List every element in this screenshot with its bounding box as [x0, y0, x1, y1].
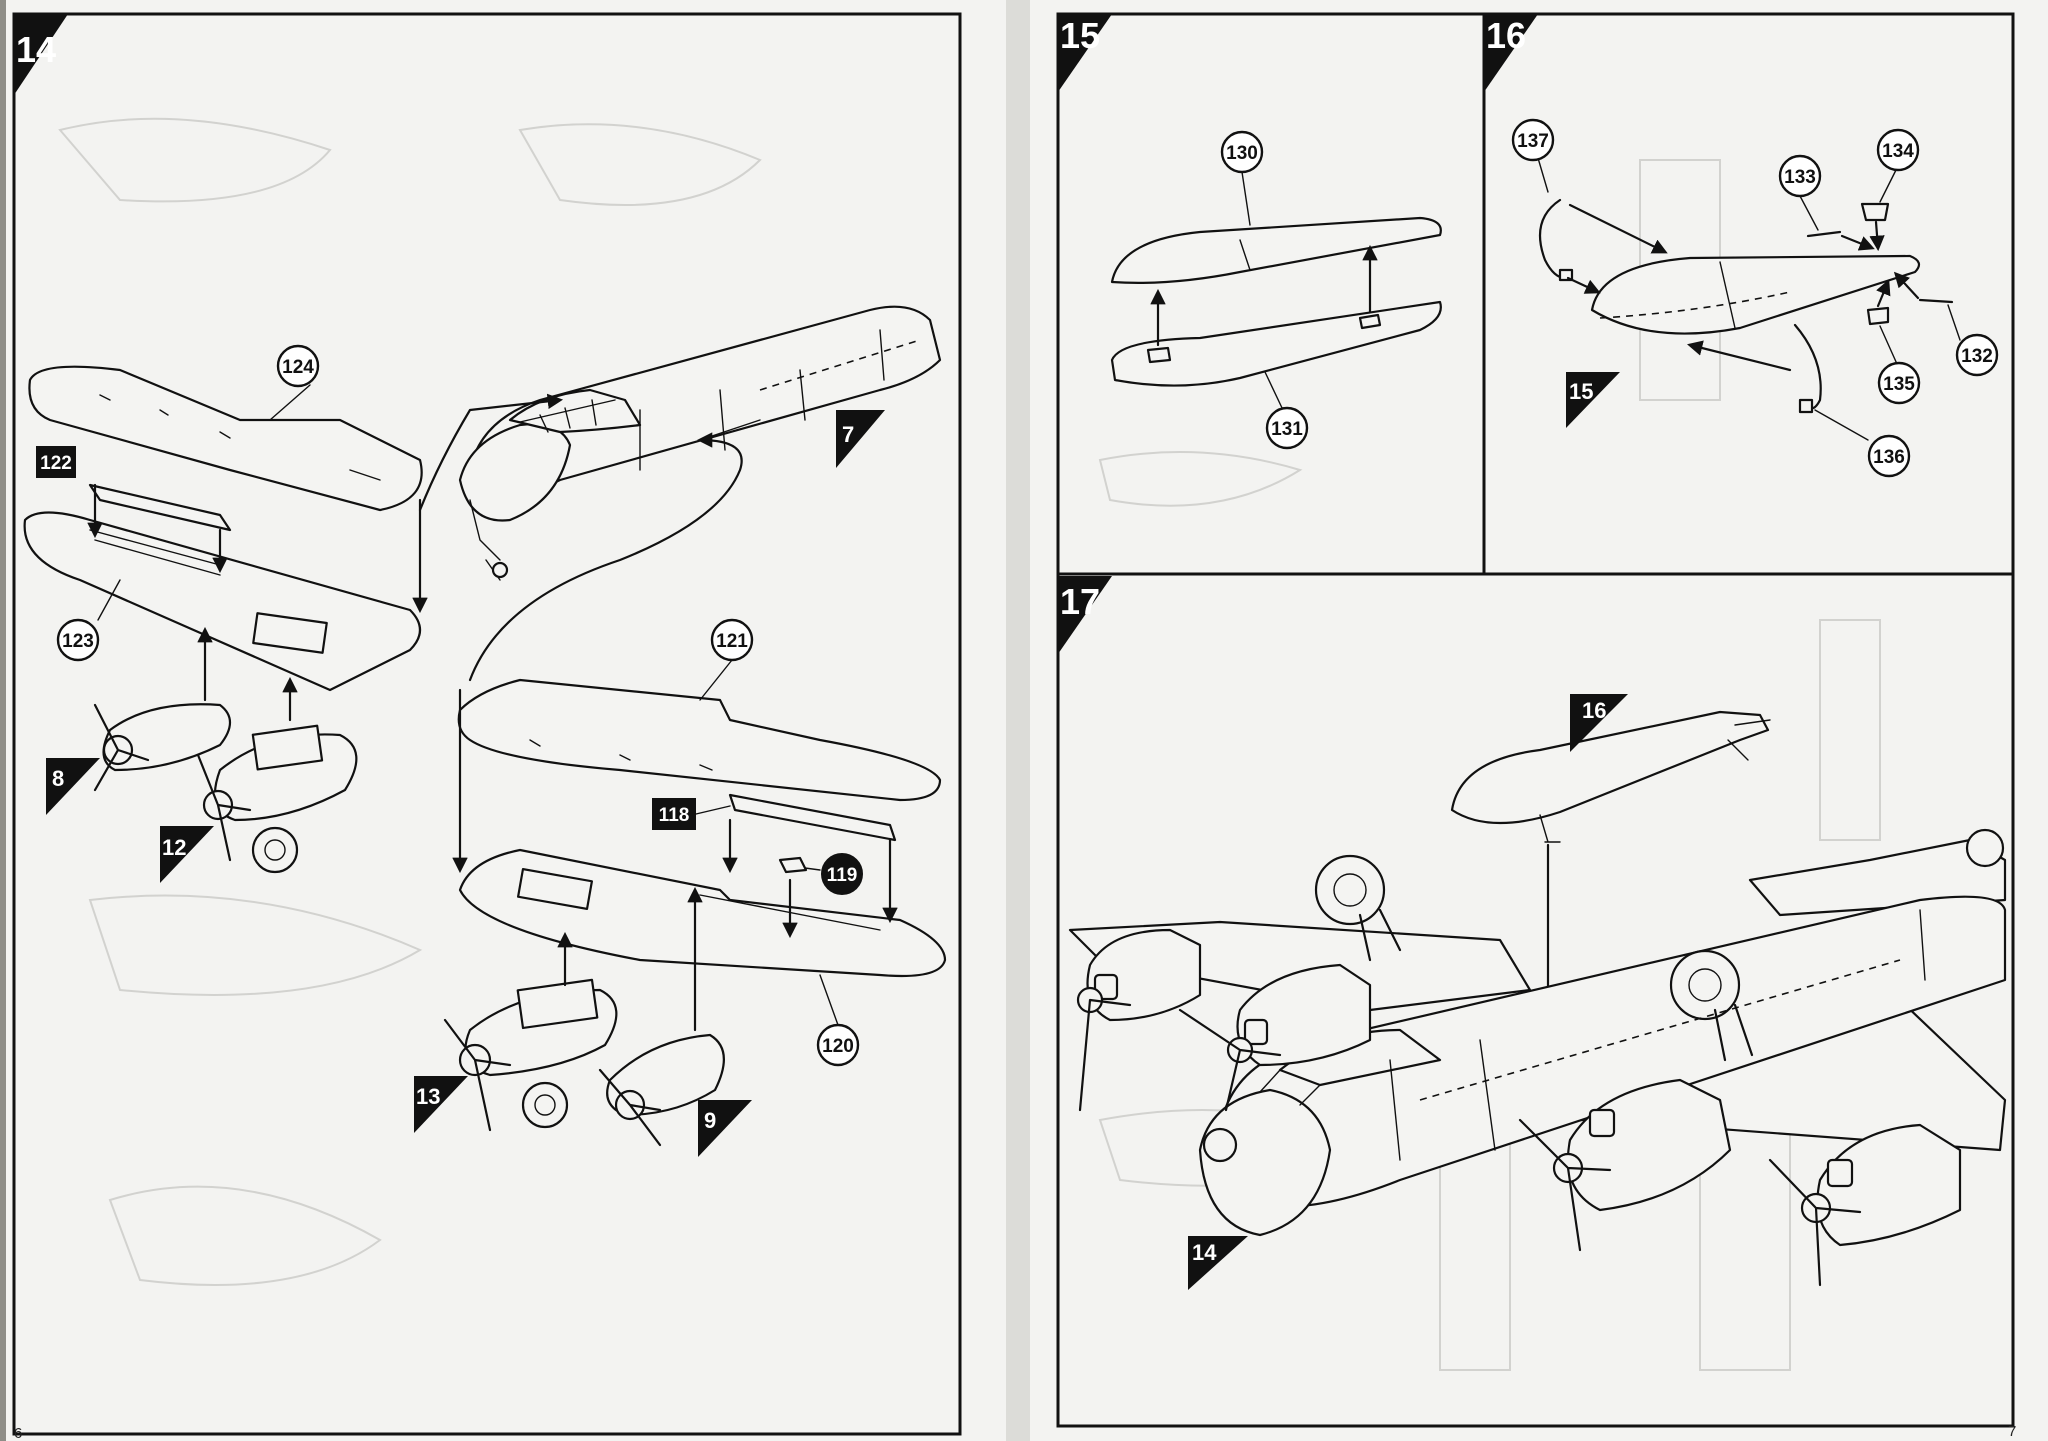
fuselage-arrow	[418, 393, 564, 512]
arrow-137b	[1566, 276, 1601, 294]
subassembly-12-badge: 12	[160, 826, 214, 883]
svg-text:122: 122	[40, 453, 72, 474]
subassembly-9-badge: 9	[698, 1100, 752, 1157]
svg-text:136: 136	[1873, 447, 1905, 468]
step-16-number: 16	[1486, 15, 1526, 56]
step-14-badge	[14, 14, 68, 95]
callout-123: 123	[56, 579, 121, 662]
wing-insert-118	[728, 793, 897, 842]
subassembly-15-badge: 15	[1566, 372, 1620, 428]
svg-text:119: 119	[827, 865, 858, 886]
callout-130: 130	[1220, 130, 1264, 226]
part-134	[1860, 202, 1890, 222]
svg-text:123: 123	[62, 631, 94, 652]
svg-text:135: 135	[1883, 374, 1915, 395]
subassembly-7-badge	[836, 410, 885, 468]
svg-text:121: 121	[716, 631, 748, 652]
arrow-135	[1876, 279, 1891, 308]
tank-lower-half-131	[1110, 300, 1442, 387]
label-118: 118	[652, 798, 731, 830]
callout-120: 120	[816, 974, 860, 1067]
step-15-number: 15	[1060, 15, 1100, 56]
subassembly-14-badge: 14	[1188, 1236, 1248, 1290]
arrow-136	[1687, 340, 1792, 372]
callout-131: 131	[1264, 371, 1309, 450]
svg-text:124: 124	[282, 357, 314, 378]
callout-136: 136	[1814, 409, 1911, 478]
step-16-panel: 16	[1484, 14, 1999, 478]
arrow-133	[1840, 234, 1875, 251]
page-number-left: 6	[14, 1425, 22, 1441]
wing-insert-122	[88, 483, 232, 532]
part-135	[1866, 306, 1890, 326]
wing-lower-left-123	[23, 511, 422, 692]
callout-132: 132	[1947, 304, 1999, 377]
callout-135: 135	[1877, 325, 1921, 405]
step-14-number: 14	[16, 29, 56, 70]
svg-text:118: 118	[659, 805, 690, 826]
engine-nacelle-9	[598, 1033, 725, 1147]
wing-upper-left-124	[28, 365, 423, 512]
wing-upper-right-121	[457, 678, 942, 802]
svg-text:14: 14	[1192, 1240, 1217, 1265]
tank-upper-half-130	[1110, 216, 1442, 284]
subassembly-8-badge: 8	[46, 758, 100, 815]
subassembly-13-badge: 13	[414, 1076, 468, 1133]
svg-text:133: 133	[1784, 167, 1816, 188]
step-15-badge	[1058, 14, 1112, 92]
part-132	[1918, 298, 1954, 304]
wing-lower-right-120	[458, 848, 947, 978]
svg-text:8: 8	[52, 766, 64, 791]
step-16-badge	[1484, 14, 1538, 92]
callout-119: 119	[804, 853, 863, 895]
callout-121: 121	[699, 618, 754, 701]
arrow-137	[1568, 203, 1668, 254]
step-17-panel: 17 16	[1058, 576, 2016, 1440]
svg-text:137: 137	[1517, 131, 1549, 152]
step-15-panel: 15 130 131	[1058, 14, 1442, 450]
arrow-132	[1893, 271, 1920, 300]
part-133	[1806, 230, 1842, 238]
step-17-badge	[1058, 576, 1112, 654]
arrow-wing-to-fuselage	[468, 432, 743, 682]
aircraft-assembled	[1068, 828, 2007, 1287]
drop-tank-assembly	[1450, 710, 1771, 843]
svg-text:134: 134	[1882, 141, 1914, 162]
subassembly-16-badge: 16	[1570, 694, 1628, 752]
callout-124: 124	[269, 344, 320, 421]
callout-137: 137	[1511, 118, 1555, 193]
label-122: 122	[36, 446, 76, 478]
part-119	[778, 856, 808, 874]
svg-text:9: 9	[704, 1108, 716, 1133]
svg-text:132: 132	[1961, 346, 1993, 367]
callout-133: 133	[1778, 154, 1822, 231]
fuselage-drawing	[458, 305, 942, 581]
engine-nacelle-13	[443, 978, 618, 1132]
engine-nacelle-12	[196, 724, 358, 874]
svg-text:12: 12	[162, 835, 186, 860]
svg-text:15: 15	[1569, 379, 1593, 404]
arrow-134	[1869, 220, 1885, 252]
engine-nacelle-8	[93, 703, 232, 792]
tank-band-136	[1793, 323, 1822, 414]
step-14-panel: 14 7	[14, 14, 947, 1441]
subassembly-7-label: 7	[842, 422, 854, 447]
tank-band-137	[1538, 198, 1574, 282]
callout-134: 134	[1876, 128, 1920, 203]
tank-assembled	[1590, 254, 1921, 335]
step-17-number: 17	[1060, 581, 1100, 622]
svg-text:13: 13	[416, 1084, 440, 1109]
svg-text:130: 130	[1226, 143, 1258, 164]
page-number-right: 7	[2008, 1423, 2016, 1440]
svg-text:131: 131	[1271, 419, 1303, 440]
svg-text:16: 16	[1582, 698, 1606, 723]
svg-text:120: 120	[822, 1036, 854, 1057]
